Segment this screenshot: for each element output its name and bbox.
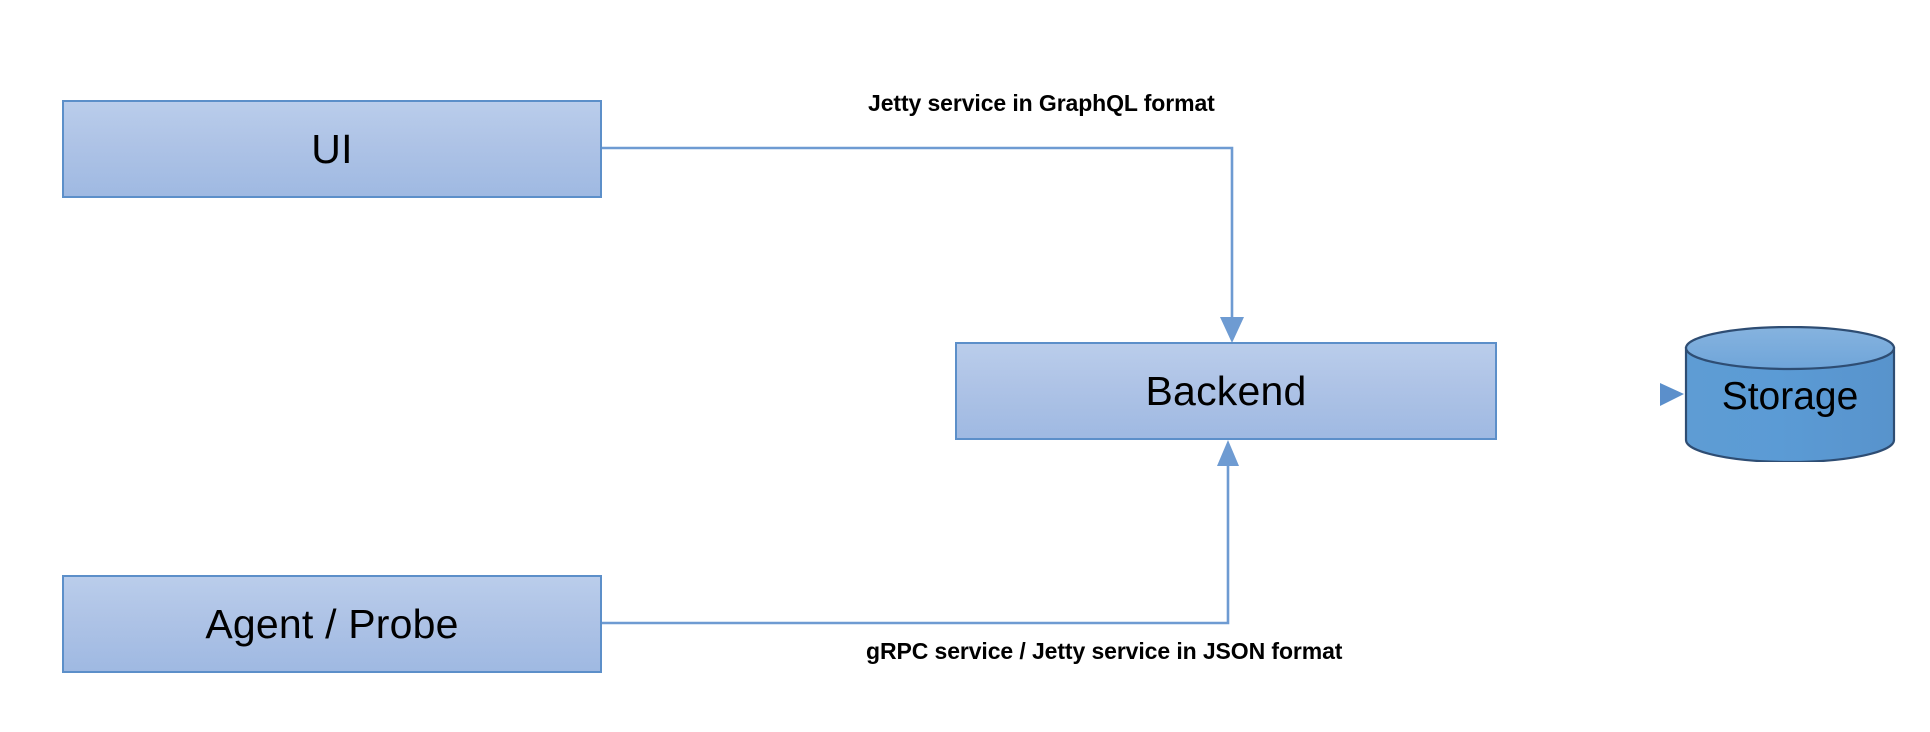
edge-agent-to-backend — [602, 440, 1239, 625]
node-storage[interactable]: Storage — [1684, 326, 1896, 462]
cylinder-icon — [1684, 326, 1896, 462]
node-ui[interactable]: UI — [62, 100, 602, 198]
node-agent-probe-label: Agent / Probe — [205, 600, 459, 647]
node-backend[interactable]: Backend — [955, 342, 1497, 440]
edge-ui-to-backend — [602, 146, 1244, 343]
edge-backend-to-storage — [1497, 383, 1684, 406]
node-agent-probe[interactable]: Agent / Probe — [62, 575, 602, 673]
node-storage-label: Storage — [1721, 375, 1859, 418]
node-backend-label: Backend — [1145, 367, 1307, 414]
edge-label-ui-to-backend: Jetty service in GraphQL format — [868, 90, 1215, 116]
node-ui-label: UI — [311, 125, 353, 172]
edge-label-agent-to-backend: gRPC service / Jetty service in JSON for… — [866, 638, 1343, 664]
